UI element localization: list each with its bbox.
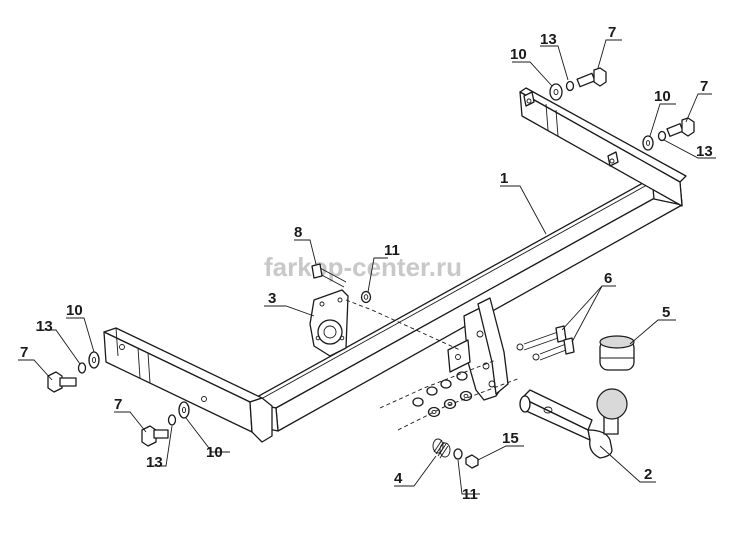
callout-7-right-top: 7 bbox=[608, 24, 616, 41]
watermark-text: farkop-center.ru bbox=[264, 252, 462, 282]
callout-4: 4 bbox=[394, 470, 403, 487]
right-washer-13-side bbox=[657, 130, 667, 142]
right-washer-10-side bbox=[642, 135, 654, 151]
assembly-path-plate bbox=[345, 299, 461, 351]
callout-labels: 1 2 3 4 5 6 7 7 7 7 8 10 10 10 10 11 11 … bbox=[20, 24, 713, 503]
callout-8: 8 bbox=[294, 224, 302, 241]
assembly-path-lower bbox=[397, 377, 521, 431]
washers-nuts-cluster bbox=[412, 371, 473, 418]
ball-cover bbox=[599, 335, 635, 371]
callout-7-left-lower: 7 bbox=[114, 396, 122, 413]
left-bolt-7-lower bbox=[141, 425, 169, 447]
callout-3: 3 bbox=[268, 290, 276, 307]
callout-10-left-lower: 10 bbox=[206, 444, 223, 461]
left-washer-10-lower bbox=[178, 401, 190, 419]
left-washer-10-upper bbox=[88, 351, 100, 369]
center-mounting-bracket bbox=[447, 297, 509, 401]
callout-2: 2 bbox=[644, 466, 652, 483]
callout-1: 1 bbox=[500, 170, 508, 187]
nut-15 bbox=[465, 454, 479, 469]
callout-10-right-side: 10 bbox=[654, 88, 671, 105]
right-side-arm bbox=[519, 87, 687, 207]
left-washer-13-lower bbox=[167, 414, 177, 426]
callout-13-left-upper: 13 bbox=[36, 318, 53, 335]
left-washer-13-upper bbox=[77, 362, 87, 374]
bolts-6 bbox=[516, 325, 575, 361]
right-bolt-7-top bbox=[576, 67, 607, 88]
spring-4 bbox=[432, 438, 451, 459]
callout-13-right-top: 13 bbox=[540, 31, 557, 48]
right-washer-13-top bbox=[565, 80, 575, 92]
assembly-path-upper bbox=[379, 359, 497, 409]
callout-11-lower: 11 bbox=[462, 486, 478, 503]
callout-15: 15 bbox=[502, 430, 519, 447]
socket-plate bbox=[309, 289, 349, 357]
bolt-8 bbox=[311, 263, 347, 288]
callout-7-right-side: 7 bbox=[700, 78, 708, 95]
ball-mount-tow-bar bbox=[519, 388, 628, 459]
right-bolt-7-side bbox=[666, 117, 695, 137]
nut-11-plate bbox=[360, 290, 372, 304]
left-side-arm bbox=[103, 327, 273, 443]
callout-10-right-top: 10 bbox=[510, 46, 527, 63]
leader-lines bbox=[18, 39, 716, 495]
washer-11-lower bbox=[453, 448, 463, 460]
callout-11-plate: 11 bbox=[384, 242, 400, 259]
callout-6: 6 bbox=[604, 270, 612, 287]
callout-13-left-lower: 13 bbox=[146, 454, 163, 471]
callout-7-left-upper: 7 bbox=[20, 344, 28, 361]
right-washer-10-top bbox=[549, 83, 563, 101]
left-bolt-7-upper bbox=[47, 371, 77, 393]
callout-10-left-upper: 10 bbox=[66, 302, 83, 319]
callout-5: 5 bbox=[662, 304, 670, 321]
callout-13-right-side: 13 bbox=[696, 143, 713, 160]
